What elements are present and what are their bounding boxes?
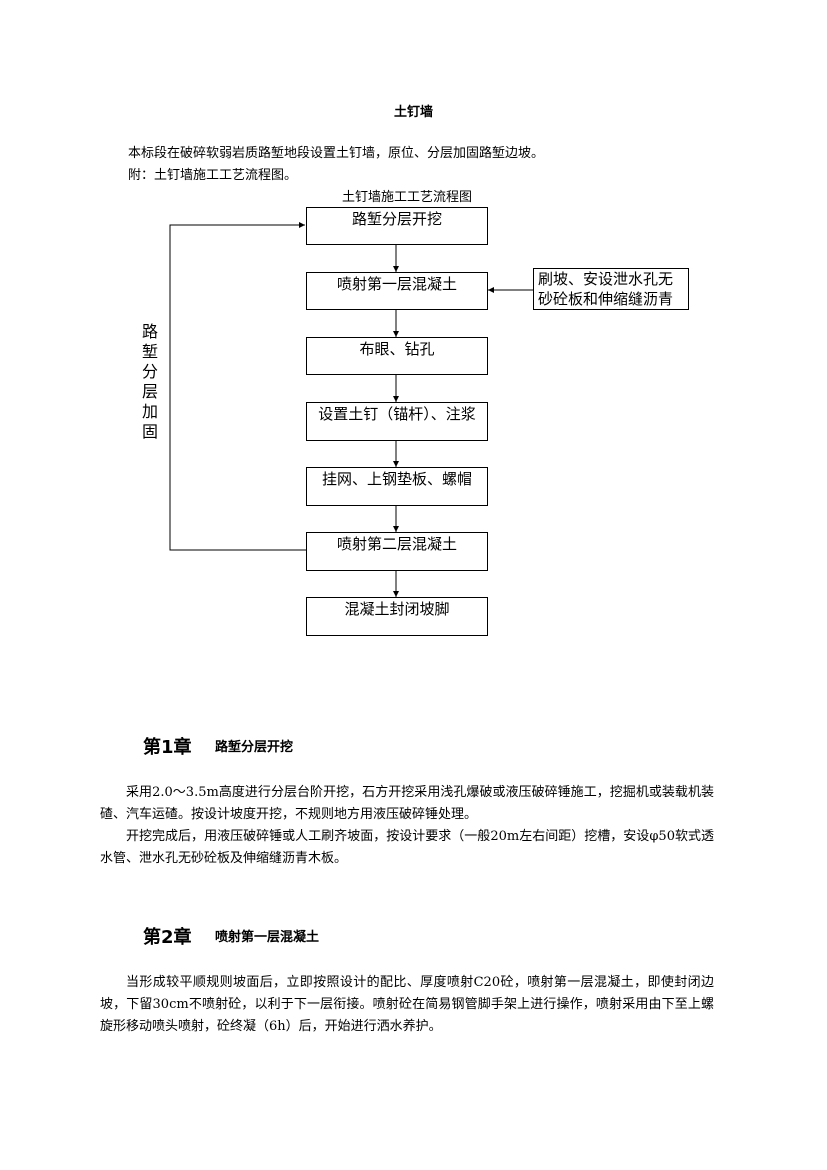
chapter-1-heading: 第1章 路堑分层开挖 (143, 733, 293, 759)
flow-step-7: 混凝土封闭坡脚 (306, 597, 488, 636)
paragraph: 开挖完成后，用液压破碎锤或人工刷齐坡面，按设计要求（一般20m左右间距）挖槽，安… (100, 829, 714, 866)
intro-paragraph: 本标段在破碎软弱岩质路堑地段设置土钉墙，原位、分层加固路堑边坡。 (128, 146, 545, 161)
loop-label-char: 加 (141, 402, 158, 421)
chapter-name: 喷射第一层混凝土 (215, 930, 320, 945)
loop-label-char: 堑 (141, 342, 158, 361)
chapter-1-body: 采用2.0～3.5m高度进行分层台阶开挖，石方开挖采用浅孔爆破或液压破碎锤施工，… (100, 782, 714, 870)
chapter-2-body: 当形成较平顺规则坡面后，立即按照设计的配比、厚度喷射C20砼，喷射第一层混凝土，… (100, 972, 714, 1038)
flow-step-1: 路堑分层开挖 (306, 207, 488, 245)
loop-label-char: 分 (141, 362, 158, 381)
loop-label-char: 层 (141, 382, 158, 401)
chapter-2-heading: 第2章 喷射第一层混凝土 (143, 923, 319, 949)
flow-step-2: 喷射第一层混凝土 (306, 272, 488, 310)
flow-side-input-box: 刷坡、安设泄水孔无 砂砼板和伸缩缝沥青 (533, 268, 689, 310)
flow-step-3: 布眼、钻孔 (306, 337, 488, 375)
loop-label-char: 路 (141, 322, 158, 341)
side-input-line-2: 砂砼板和伸缩缝沥青 (538, 290, 674, 308)
paragraph: 采用2.0～3.5m高度进行分层台阶开挖，石方开挖采用浅孔爆破或液压破碎锤施工，… (100, 785, 714, 822)
chapter-number: 第1章 (143, 737, 192, 758)
side-input-line-1: 刷坡、安设泄水孔无 (538, 270, 674, 288)
chapter-name: 路堑分层开挖 (215, 740, 294, 755)
flow-step-6: 喷射第二层混凝土 (306, 532, 488, 571)
loop-label-char: 固 (141, 422, 158, 441)
flowchart-caption: 土钉墙施工工艺流程图 (342, 190, 473, 205)
paragraph: 当形成较平顺规则坡面后，立即按照设计的配比、厚度喷射C20砼，喷射第一层混凝土，… (100, 975, 714, 1034)
loop-label-vertical: 路 堑 分 层 加 固 (140, 322, 160, 442)
flow-step-5: 挂网、上钢垫板、螺帽 (306, 467, 488, 506)
document-title: 土钉墙 (393, 105, 433, 120)
loop-back-line (169, 222, 306, 551)
flow-step-4: 设置土钉（锚杆）、注浆 (306, 402, 488, 441)
chapter-number: 第2章 (143, 927, 192, 948)
intro-attachment-note: 附：土钉墙施工工艺流程图。 (128, 168, 298, 183)
